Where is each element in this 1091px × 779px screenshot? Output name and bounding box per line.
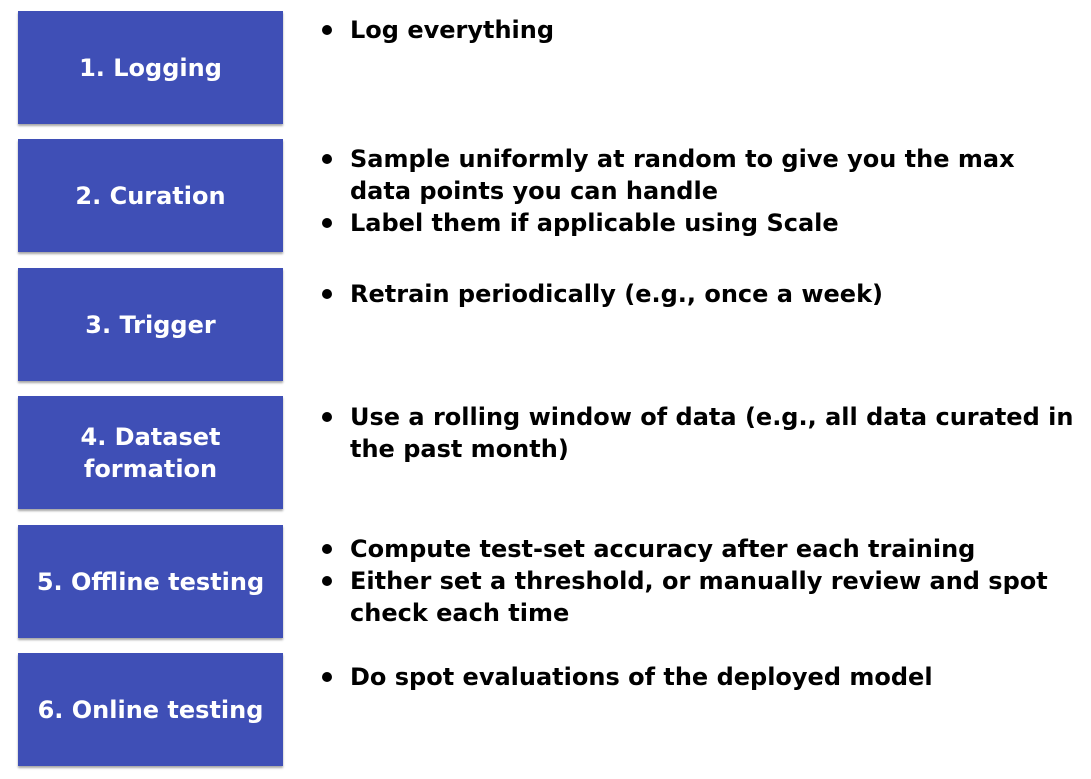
step-box: 2. Curation [18,139,283,252]
bullet-text: Compute test-set accuracy after each tra… [350,535,976,563]
bullet-dot-icon [322,218,332,228]
bullet-dot-icon [322,154,332,164]
bullet-list: Sample uniformly at random to give you t… [322,143,1082,239]
bullet-text: Use a rolling window of data (e.g., all … [350,403,1074,463]
bullet-text: Log everything [350,16,555,44]
bullet-item: Retrain periodically (e.g., once a week) [322,278,1082,310]
bullet-text: Sample uniformly at random to give you t… [350,145,1015,205]
bullet-item: Do spot evaluations of the deployed mode… [322,661,1082,693]
bullet-dot-icon [322,289,332,299]
bullet-dot-icon [322,25,332,35]
bullet-list: Compute test-set accuracy after each tra… [322,533,1082,629]
step-label: 4. Dataset formation [80,422,221,483]
bullet-list: Retrain periodically (e.g., once a week) [322,278,1082,310]
step-label: 1. Logging [79,53,222,82]
step-box: 3. Trigger [18,268,283,381]
bullet-item: Use a rolling window of data (e.g., all … [322,401,1082,465]
bullet-text: Label them if applicable using Scale [350,209,839,237]
bullet-list: Log everything [322,14,1082,46]
bullet-item: Log everything [322,14,1082,46]
bullet-text: Either set a threshold, or manually revi… [350,567,1048,627]
step-label: 6. Online testing [37,695,264,724]
bullet-dot-icon [322,576,332,586]
step-box: 4. Dataset formation [18,396,283,509]
step-label: 5. Offline testing [36,567,265,596]
bullet-item: Compute test-set accuracy after each tra… [322,533,1082,565]
bullet-dot-icon [322,672,332,682]
bullet-item: Either set a threshold, or manually revi… [322,565,1082,629]
step-box: 5. Offline testing [18,525,283,638]
step-box: 6. Online testing [18,653,283,766]
step-box: 1. Logging [18,11,283,124]
step-label: 2. Curation [75,181,226,210]
bullet-dot-icon [322,544,332,554]
bullet-item: Label them if applicable using Scale [322,207,1082,239]
bullet-dot-icon [322,412,332,422]
bullet-text: Retrain periodically (e.g., once a week) [350,280,883,308]
bullet-list: Use a rolling window of data (e.g., all … [322,401,1082,465]
step-label: 3. Trigger [85,310,216,339]
bullet-list: Do spot evaluations of the deployed mode… [322,661,1082,693]
bullet-item: Sample uniformly at random to give you t… [322,143,1082,207]
bullet-text: Do spot evaluations of the deployed mode… [350,663,933,691]
